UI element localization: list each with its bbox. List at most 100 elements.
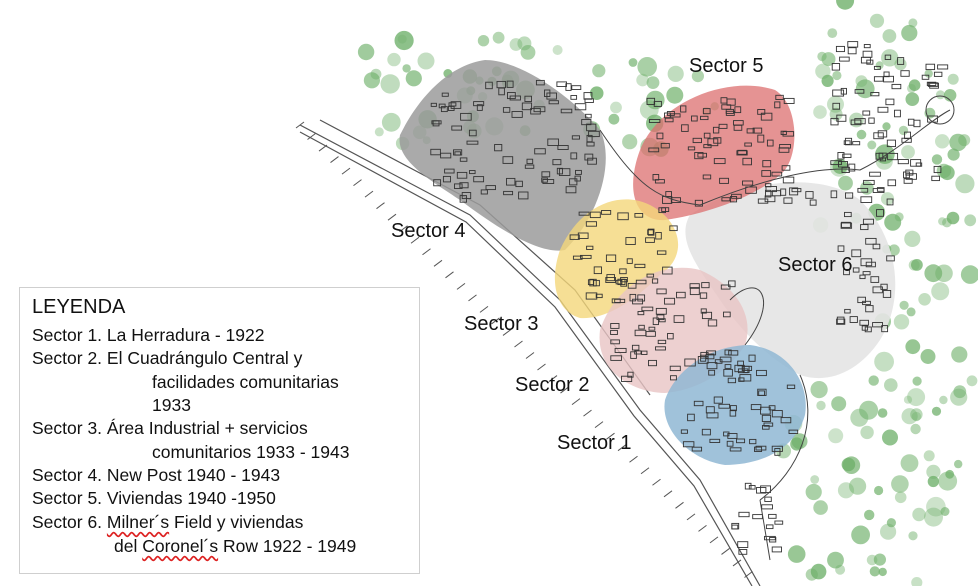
tree-icon <box>841 457 856 472</box>
building-footprint <box>535 79 545 86</box>
tree-icon <box>860 181 874 195</box>
tree-icon <box>636 73 649 87</box>
rail-tie <box>583 409 592 417</box>
tree-icon <box>893 314 910 330</box>
building-footprint <box>907 118 915 126</box>
building-footprint <box>480 189 488 195</box>
building-footprint <box>586 245 594 250</box>
building-footprint <box>927 82 939 87</box>
building-footprint <box>782 131 795 137</box>
legend-line-sector-1: Sector 1. La Herradura - 1922 <box>32 325 265 345</box>
tree-icon <box>935 134 950 149</box>
building-footprint <box>707 319 718 327</box>
building-footprint <box>842 153 852 158</box>
building-footprint <box>584 153 594 161</box>
tree-icon <box>827 95 844 113</box>
building-footprint <box>730 196 738 203</box>
building-footprint <box>865 237 877 245</box>
building-footprint <box>485 185 496 191</box>
tree-icon <box>939 395 948 405</box>
tree-icon <box>552 45 563 55</box>
tree-icon <box>374 127 384 137</box>
building-footprint <box>476 104 483 111</box>
building-footprint <box>830 190 838 199</box>
rail-tie <box>640 467 650 475</box>
building-footprint <box>832 102 841 110</box>
building-footprint <box>729 447 742 452</box>
tree-icon <box>905 92 920 106</box>
building-footprint <box>718 123 728 129</box>
tree-icon <box>888 244 900 256</box>
building-footprint <box>727 377 737 384</box>
building-footprint <box>574 175 581 182</box>
legend-line-sector-2-cont: facilidades comunitarias <box>152 372 339 392</box>
building-footprint <box>872 286 883 294</box>
tree-icon <box>899 300 909 310</box>
building-footprint <box>849 316 858 323</box>
tree-icon <box>901 24 918 42</box>
building-footprint <box>676 291 686 299</box>
rail-tie <box>491 317 500 325</box>
building-footprint <box>459 182 469 189</box>
rail-tie <box>686 513 696 521</box>
building-footprint <box>630 351 637 359</box>
building-footprint <box>524 95 532 102</box>
rail-tie <box>353 179 362 187</box>
rail-tie <box>606 432 615 440</box>
building-footprint <box>631 344 640 351</box>
legend-title: LEYENDA <box>32 296 126 318</box>
building-footprint <box>866 59 874 65</box>
building-footprint <box>713 137 722 144</box>
building-footprint <box>485 81 493 90</box>
tree-icon <box>829 107 843 121</box>
tree-icon <box>402 64 411 73</box>
building-footprint <box>702 174 712 180</box>
building-footprint <box>862 50 873 58</box>
building-footprint <box>577 232 589 239</box>
railway-ticks <box>295 121 753 578</box>
rail-tie <box>548 375 558 382</box>
building-footprint <box>638 324 645 330</box>
building-footprint <box>836 316 845 324</box>
tree-icon <box>815 63 831 79</box>
building-footprint <box>653 100 662 107</box>
tree-icon <box>357 43 375 61</box>
building-footprint <box>634 263 646 269</box>
building-footprint <box>496 80 506 89</box>
building-footprint <box>670 197 681 203</box>
building-footprint <box>729 405 737 412</box>
building-footprint <box>593 266 602 275</box>
legend-text: Row 1922 - 1949 <box>218 536 357 556</box>
building-footprint <box>937 64 949 70</box>
building-footprint <box>615 279 623 285</box>
rail-tie <box>410 236 420 244</box>
building-footprint <box>765 524 774 530</box>
tree-icon <box>827 28 838 38</box>
building-footprint <box>728 280 736 288</box>
building-footprint <box>473 101 485 107</box>
building-footprint <box>742 157 752 166</box>
building-footprint <box>647 228 655 236</box>
building-footprint <box>585 113 592 119</box>
building-footprint <box>588 130 600 138</box>
building-footprint <box>713 158 726 165</box>
tree-icon <box>866 554 878 566</box>
building-footprint <box>575 169 582 175</box>
rail-tie <box>376 202 385 210</box>
building-footprint <box>830 117 839 126</box>
tree-icon <box>864 509 875 521</box>
building-footprint <box>805 191 814 199</box>
tree-icon <box>370 68 382 80</box>
building-footprint <box>610 355 622 361</box>
building-footprint <box>541 171 551 178</box>
building-footprint <box>708 369 716 376</box>
tree-icon <box>900 454 919 472</box>
building-footprint <box>666 111 675 116</box>
building-footprint <box>783 97 795 104</box>
building-footprint <box>706 362 718 370</box>
building-footprint <box>605 277 616 283</box>
building-footprint <box>432 120 440 127</box>
building-footprint <box>873 65 881 70</box>
tree-icon <box>874 351 894 372</box>
building-footprint <box>635 279 647 285</box>
